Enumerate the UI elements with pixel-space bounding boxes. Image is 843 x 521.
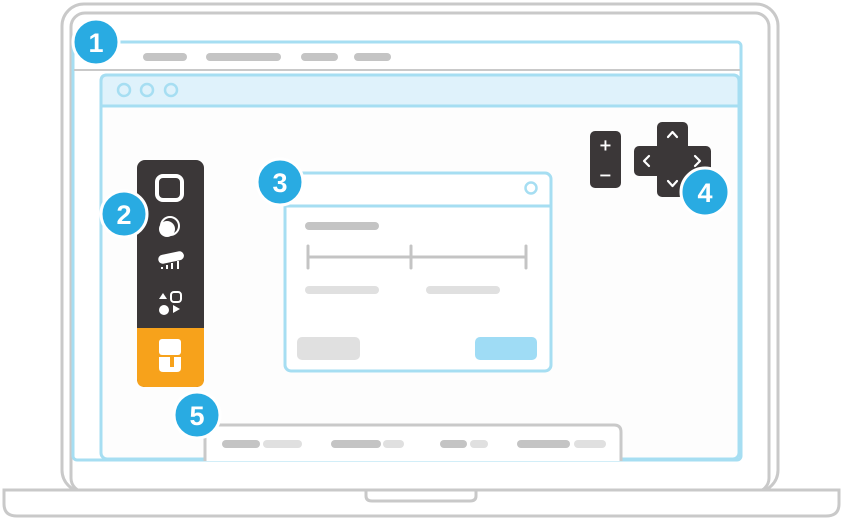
window-titlebar [101, 75, 739, 106]
svg-text:2: 2 [116, 200, 131, 230]
dialog [285, 173, 551, 371]
badge-1: 1 [73, 19, 119, 65]
badge-5: 5 [174, 392, 220, 438]
svg-text:4: 4 [697, 178, 712, 208]
zoom-out-button[interactable]: − [599, 166, 612, 185]
svg-text:3: 3 [272, 168, 287, 198]
badge-4: 4 [681, 168, 729, 216]
toolbar [137, 160, 204, 387]
zoom-control: + − [590, 131, 621, 188]
confirm-button[interactable] [475, 337, 537, 360]
svg-text:5: 5 [189, 401, 204, 431]
svg-text:1: 1 [88, 28, 103, 58]
laptop-base [4, 490, 839, 516]
badge-3: 3 [257, 159, 303, 205]
zoom-in-button[interactable]: + [599, 136, 612, 155]
cancel-button[interactable] [297, 337, 360, 360]
bottom-panel [205, 425, 621, 461]
badge-2: 2 [101, 191, 147, 237]
